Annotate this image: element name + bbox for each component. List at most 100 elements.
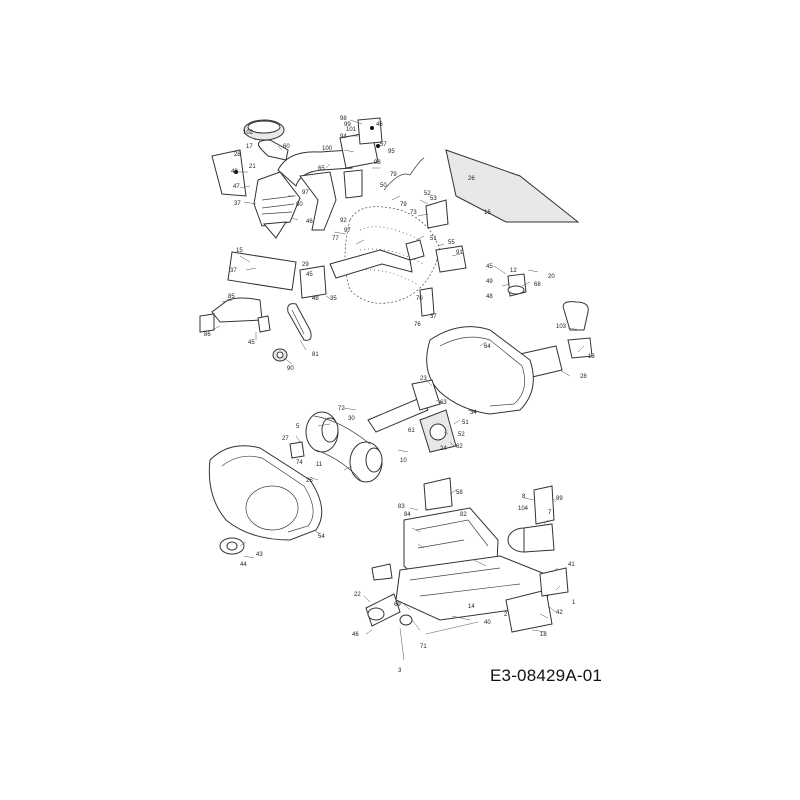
callout: 81	[312, 352, 319, 358]
callout: 7	[548, 510, 552, 516]
callout: 13	[588, 354, 595, 360]
callout: 70	[416, 296, 423, 302]
leader-lines	[211, 119, 585, 661]
callout: 18	[540, 632, 547, 638]
callout: 99	[344, 122, 351, 128]
heat-shield-panel	[445, 149, 580, 223]
callout: 8	[522, 494, 526, 500]
callout: 64	[484, 344, 491, 350]
callout: 68	[534, 282, 541, 288]
callout: 93	[374, 160, 381, 166]
document-id: E3-08429A-01	[490, 666, 603, 685]
callout: 41	[568, 562, 575, 568]
callout: 102	[243, 130, 254, 136]
callout: 40	[484, 620, 491, 626]
callout: 16	[484, 210, 491, 216]
callout: 12	[510, 268, 517, 274]
callout: 51	[462, 420, 469, 426]
callout: 50	[380, 183, 387, 189]
callout: 49	[486, 279, 493, 285]
callout: 25	[306, 478, 313, 484]
callout: 1	[572, 600, 576, 606]
drive-belt	[287, 303, 312, 341]
motor-bracket	[533, 485, 555, 525]
air-filter-housing	[253, 171, 301, 239]
callout: 97	[302, 190, 309, 196]
callout: 95	[388, 149, 395, 155]
muffler-mount-bracket	[299, 265, 327, 299]
small-bushing	[289, 441, 305, 459]
callout: 52	[424, 191, 431, 197]
callout: 45	[486, 264, 493, 270]
callout: 60	[283, 144, 290, 150]
callout: 90	[287, 366, 294, 372]
callout: 63	[440, 400, 447, 406]
bracket-plate-left	[211, 149, 247, 197]
callout: 101	[346, 127, 357, 133]
axle-yoke	[365, 593, 401, 627]
cvt-belt	[313, 415, 371, 483]
electric-motor	[507, 523, 555, 553]
fuel-pump	[507, 273, 527, 297]
callout: 35	[330, 296, 337, 302]
callout: 47	[233, 184, 240, 190]
callout: 73	[410, 210, 417, 216]
callout-labels: 102 17 60 28 48 21 47 37 80 97 46 92 98 …	[204, 116, 595, 674]
callout: 27	[282, 436, 289, 442]
callout: 11	[316, 462, 323, 468]
intake-collar	[219, 537, 245, 555]
callout: 28	[580, 374, 587, 380]
seal-ring	[272, 348, 288, 362]
callout: 91	[456, 250, 463, 256]
callout: 65	[318, 166, 325, 172]
callout: 5	[296, 424, 300, 430]
callout: 48	[231, 169, 238, 175]
callout: 85	[228, 294, 235, 300]
callout: 37	[230, 268, 237, 274]
callout: 80	[296, 202, 303, 208]
callout: 17	[246, 144, 253, 150]
callout: 28	[234, 152, 241, 158]
engine-block-outline	[344, 206, 441, 304]
throttle-body	[339, 117, 383, 169]
callout: 20	[548, 274, 555, 280]
callout: 55	[448, 240, 455, 246]
callout: 76	[414, 322, 421, 328]
callout: 37	[430, 314, 437, 320]
callout: 57	[380, 142, 387, 148]
callout: 82	[460, 512, 467, 518]
callout: 92	[340, 218, 347, 224]
driven-clutch-plate	[419, 409, 457, 453]
callout: 24	[440, 446, 447, 452]
callout: 86	[204, 332, 211, 338]
callout: 100	[322, 146, 333, 152]
callout: 53	[430, 196, 437, 202]
callout: 3	[398, 668, 402, 674]
callout: 21	[249, 164, 256, 170]
callout: 79	[390, 172, 397, 178]
callout: 14	[468, 604, 475, 610]
callout: 37	[234, 201, 241, 207]
callout: 45	[248, 340, 255, 346]
callout: 69	[394, 602, 401, 608]
exhaust-bracket	[425, 199, 449, 229]
callout: 30	[348, 416, 355, 422]
callout: 61	[408, 428, 415, 434]
callout: 89	[556, 496, 563, 502]
callout: 26	[468, 176, 475, 182]
callout: 54	[318, 534, 325, 540]
callout: 83	[398, 504, 405, 510]
callout: 74	[296, 460, 303, 466]
callout: 15	[236, 248, 243, 254]
callout: 46	[352, 632, 359, 638]
callout: 72	[338, 406, 345, 412]
callout: 48	[312, 296, 319, 302]
callout: 42	[556, 610, 563, 616]
callout: 79	[400, 202, 407, 208]
callout: 44	[240, 562, 247, 568]
callout: 98	[340, 116, 347, 122]
callout: 94	[340, 134, 347, 140]
callout: 34	[470, 410, 477, 416]
muffler	[199, 251, 297, 333]
